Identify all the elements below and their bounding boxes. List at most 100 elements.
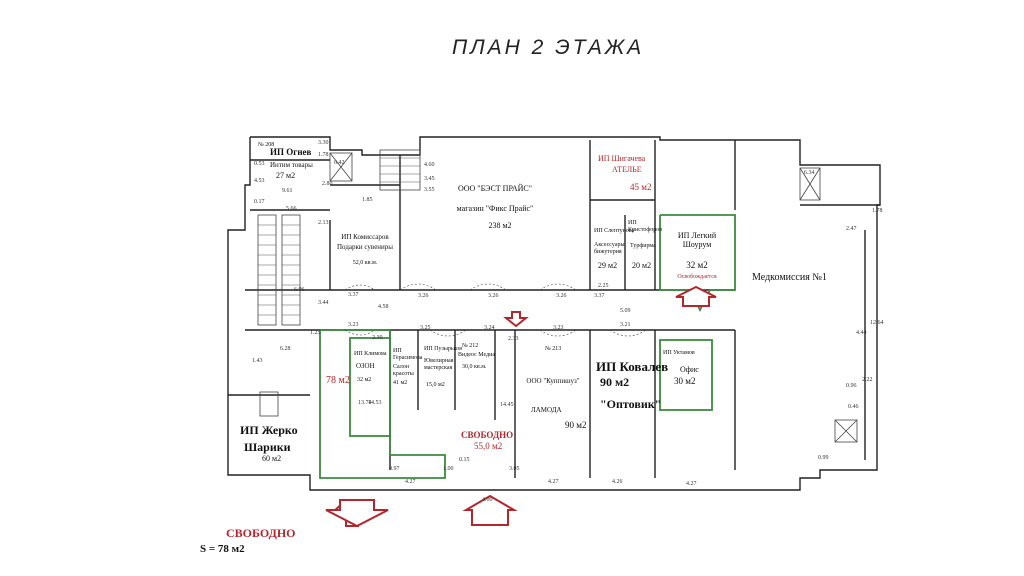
room-purpose: Салон красоты (393, 364, 414, 377)
dimension-label: 3.55 (424, 187, 435, 193)
dimension-label: 4.60 (424, 162, 435, 168)
dimension-label: 3.05 (509, 466, 520, 472)
room-purpose: ОЗОН (356, 362, 375, 370)
footer-free-label: СВОБОДНО (226, 526, 296, 540)
dimension-label: 1.85 (362, 197, 373, 203)
dimension-label: 1.78 (872, 208, 883, 214)
dimension-label: 1.43 (252, 358, 263, 364)
room-status: Освобождается (677, 274, 717, 280)
dimension-label: 0.53 (254, 161, 265, 167)
room-purpose: Офис (680, 365, 699, 374)
room-area: 90 м2 (565, 420, 587, 430)
room-tenant: ИП Жерко (240, 423, 298, 437)
room-purpose: Интим товары (270, 161, 313, 169)
room-area: 41 м2 (393, 380, 408, 386)
room-tenant: ИП Кристофоров (628, 220, 663, 233)
dimension-label: 0.17 (254, 199, 265, 205)
room-purpose: Ювелирная мастерская (424, 358, 454, 371)
room-purpose: "Оптовик" (600, 397, 662, 411)
dimension-label: 3.30 (318, 140, 329, 146)
dimension-label: 1.25 (310, 330, 321, 336)
dimension-label: 4.58 (378, 304, 389, 310)
dimension-label: 1.00 (443, 466, 454, 472)
room-tenant: ИП Огнев (270, 147, 312, 157)
room-tenant: ИП Слептунова (594, 228, 635, 234)
dimension-label: 4.44 (856, 330, 867, 336)
room-tenant: ООО "БЭСТ ПРАЙС" (457, 184, 533, 193)
dimension-label: 13.74 (358, 400, 372, 406)
dimension-label: 3.44 (318, 300, 329, 306)
dimension-label: 3.26 (488, 293, 499, 299)
dimension-label: 2.25 (598, 283, 609, 289)
room-purpose: Аксессуары бижутерия (594, 242, 625, 255)
dimension-label: 1.78 (318, 152, 329, 158)
room-purpose: Шарики (244, 440, 291, 454)
room-area: 238 м2 (488, 221, 512, 230)
dimension-label: 9.61 (282, 188, 293, 194)
dimension-label: 2.47 (846, 226, 857, 232)
room-area: 32 м2 (686, 260, 708, 270)
room-number: № 212 (462, 343, 479, 349)
dimension-label: 4.00 (482, 497, 493, 503)
room-purpose: Турфирма (630, 243, 656, 249)
room-area: 27 м2 (276, 171, 296, 180)
dimension-label: 3.26 (556, 293, 567, 299)
room-area: 32 м2 (357, 377, 372, 383)
room-area: 45 м2 (630, 182, 652, 192)
room-tenant: ИП Уктамов (663, 350, 695, 356)
room-purpose: АТЕЛЬЕ (612, 165, 642, 174)
dimension-label: 4.26 (612, 479, 623, 485)
room-area: 90 м2 (600, 375, 630, 389)
room-tenant: ИП Ковалев (596, 359, 669, 374)
dimension-label: 3.21 (620, 322, 631, 328)
dimension-label: 2.80 (322, 181, 333, 187)
dimension-label: 3.37 (348, 292, 359, 298)
dimension-label: 2.13 (318, 220, 329, 226)
plan-title: ПЛАН 2 ЭТАЖА (452, 36, 645, 59)
footer-area-label: S = 78 м2 (200, 543, 245, 555)
dimension-label: 3.24 (484, 325, 495, 331)
dimension-label: 4.27 (405, 479, 416, 485)
dimension-label: 0.15 (459, 457, 470, 463)
room-tenant: ИП Герасимова (393, 348, 423, 361)
dimension-label: 3.23 (553, 325, 564, 331)
free-area-label: 78 м2 (326, 375, 350, 386)
dimension-label: 4.27 (548, 479, 559, 485)
room-area: 60 м2 (262, 454, 282, 463)
dimension-label: 2.22 (862, 377, 873, 383)
free-status: СВОБОДНО (461, 430, 514, 440)
free-area: 55,0 м2 (474, 441, 503, 451)
room-purpose: ЛАМОДА (531, 406, 562, 414)
room-area: 30,0 кв.м. (462, 364, 487, 370)
dimension-label: 12.64 (870, 320, 884, 326)
dimension-label: 3.45 (424, 176, 435, 182)
room-tenant: Медкомиссия №1 (752, 272, 827, 283)
dimension-label: 3.26 (418, 293, 429, 299)
room-tenant: ИП Легкий Шоурум (677, 231, 717, 249)
dimension-label: 0.97 (389, 466, 400, 472)
dimension-label: 4.53 (254, 178, 265, 184)
room-area: 29 м2 (598, 261, 618, 270)
room-area: 15,0 м2 (426, 382, 445, 388)
dimension-label: 6.28 (280, 346, 291, 352)
dimension-label: 6.42 (334, 160, 345, 166)
dimension-label: 4.27 (686, 481, 697, 487)
room-tenant: ИП Климова (354, 351, 387, 357)
dimension-label: 2.33 (508, 336, 519, 342)
dimension-label: 14.53 (368, 400, 382, 406)
room-purpose: магазин "Фикс Прайс" (456, 204, 534, 213)
room-area: 30 м2 (674, 376, 696, 386)
dimension-label: 6.34 (804, 170, 815, 176)
room-tenant: ООО "Куппишуз" (526, 377, 580, 385)
dimension-label: 3.23 (348, 322, 359, 328)
room-purpose: Подарки сувениры (337, 243, 393, 251)
dimension-label: 3.25 (420, 325, 431, 331)
dimension-label: 2.30 (372, 335, 383, 341)
dimension-label: 0.96 (846, 383, 857, 389)
room-tenant: Видеос Медиа (458, 352, 496, 358)
dimension-label: 5.09 (620, 308, 631, 314)
room-tenant: ИП Комиссаров (341, 233, 389, 241)
dimension-label: 0.46 (848, 404, 859, 410)
room-number: № 213 (545, 346, 562, 352)
